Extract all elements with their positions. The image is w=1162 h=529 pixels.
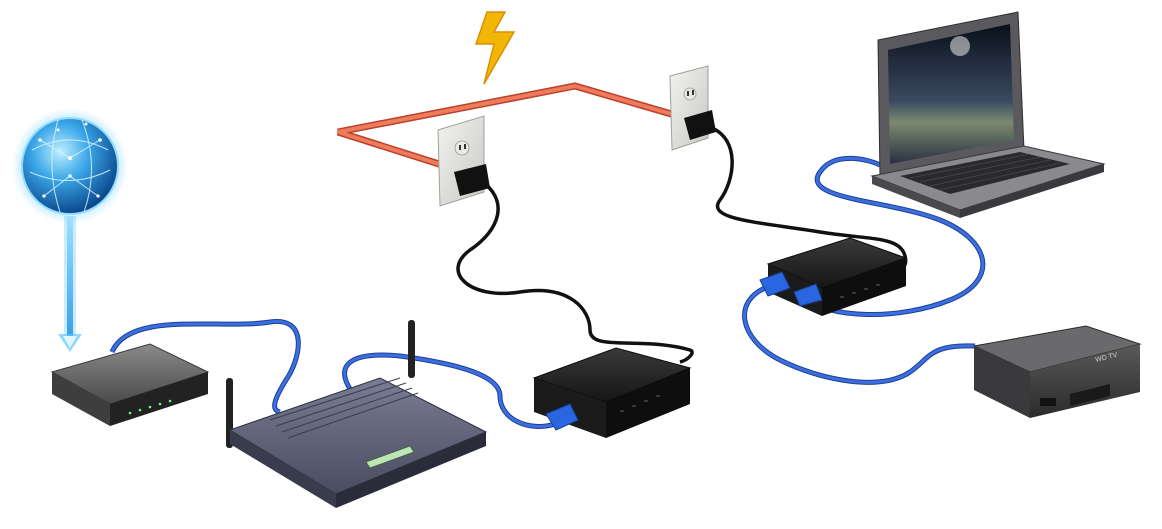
powerline-adapter-icon (759, 237, 908, 316)
modem-icon (50, 343, 210, 426)
laptop-icon (870, 11, 1106, 218)
ethernet-cable-modem-router (109, 319, 301, 415)
lightning-bolt-icon (474, 11, 516, 85)
media-player-icon: WD TV (972, 325, 1142, 418)
globe-icon (12, 108, 128, 224)
internet-signal-beam (58, 216, 82, 352)
powerline-adapter-icon (532, 347, 692, 438)
wireless-router-icon (226, 320, 488, 508)
power-cord-adapter1-outlet1 (456, 178, 694, 364)
power-outlet-icon (437, 115, 490, 207)
power-outlet-icon (669, 65, 716, 151)
ethernet-cable-router-adapter1 (342, 352, 556, 429)
ethernet-cable-adapter2-laptop (798, 155, 986, 318)
electrical-wiring (336, 82, 686, 174)
ethernet-cable-adapter2-media-player (742, 283, 976, 385)
